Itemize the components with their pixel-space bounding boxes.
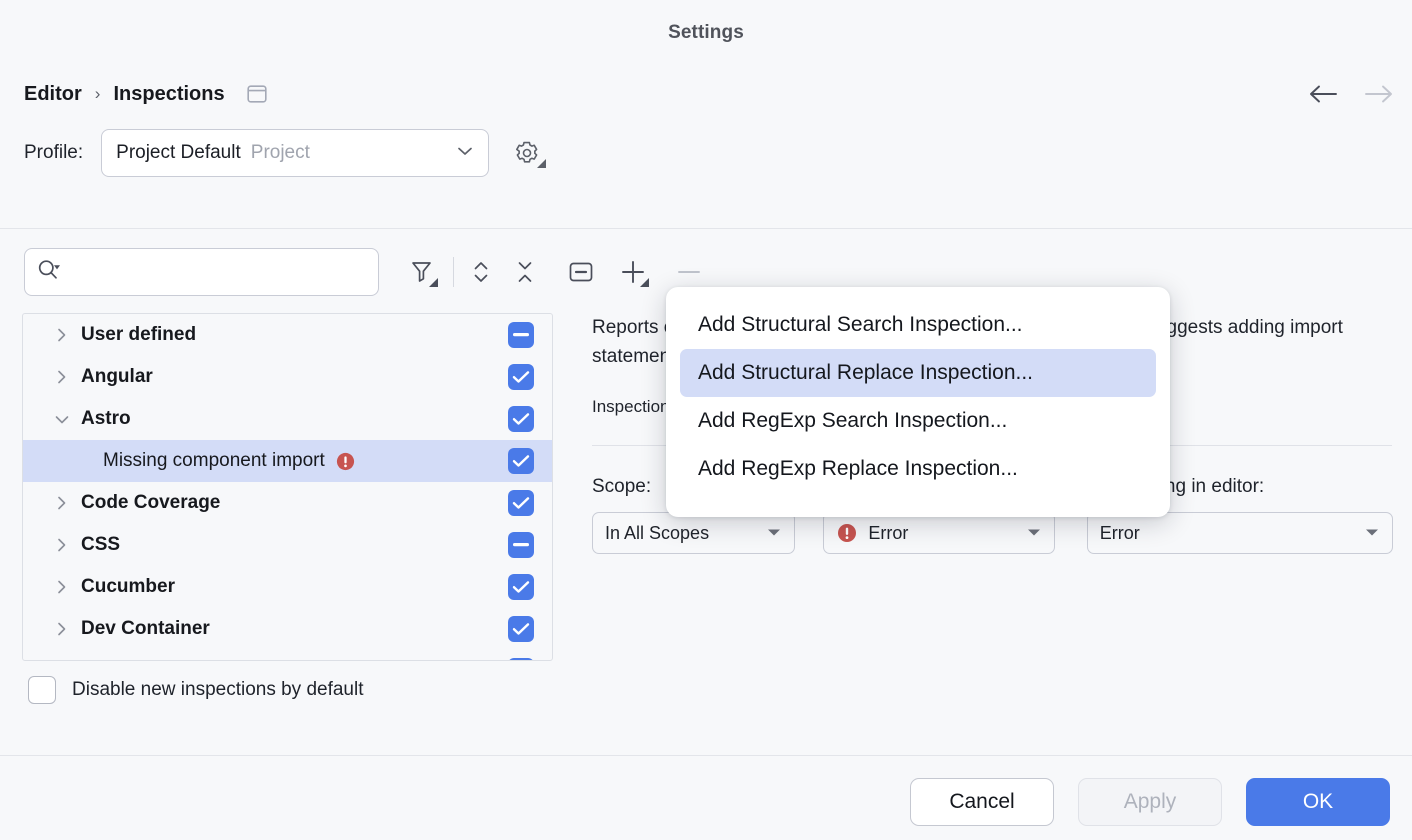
disable-new-inspections-checkbox[interactable]: [28, 676, 56, 704]
dialog-button-bar: Cancel Apply OK: [910, 778, 1390, 826]
chevron-down-icon[interactable]: [51, 408, 73, 430]
triangle-down-icon: [766, 524, 782, 542]
severity-group: Severity: Error: [823, 476, 1086, 554]
tree-row-label: Angular: [81, 366, 153, 387]
tree-row-label: Code Coverage: [81, 492, 221, 513]
tree-row-checkbox[interactable]: [508, 658, 534, 660]
scope-label: Scope:: [592, 476, 652, 497]
page-title: Settings: [668, 22, 744, 43]
menu-item[interactable]: Add RegExp Search Inspection...: [698, 409, 1008, 432]
tree-row-checkbox[interactable]: [508, 406, 534, 432]
chevron-right-icon[interactable]: [51, 324, 73, 346]
scope-combobox[interactable]: In All Scopes: [592, 512, 795, 554]
error-icon: [836, 522, 858, 544]
plus-icon[interactable]: [616, 255, 650, 289]
title-bar: Settings: [0, 0, 1412, 66]
breadcrumb-separator: ›: [94, 84, 101, 103]
highlighting-value: Error: [1099, 522, 1140, 543]
tree-row-checkbox[interactable]: [508, 532, 534, 558]
error-icon: [335, 451, 356, 472]
severity-combobox[interactable]: Error: [823, 512, 1056, 554]
add-inspection-menu[interactable]: Add Structural Search Inspection... Add S…: [666, 287, 1170, 517]
tree-row-label: CSS: [81, 534, 121, 555]
search-field[interactable]: [24, 248, 379, 296]
chevron-right-icon[interactable]: [51, 576, 73, 598]
tree-row[interactable]: Astro: [23, 398, 552, 440]
tree-row[interactable]: CSS: [23, 524, 552, 566]
chevron-right-icon[interactable]: [51, 366, 73, 388]
divider: [0, 755, 1412, 756]
tree-row-checkbox[interactable]: [508, 616, 534, 642]
chevron-down-icon: [456, 144, 474, 162]
triangle-down-icon: [1364, 524, 1380, 542]
arrow-right-icon: [1364, 82, 1394, 106]
tree-row[interactable]: User defined: [23, 314, 552, 356]
collapse-all-icon[interactable]: [508, 255, 542, 289]
tree-row-checkbox[interactable]: [508, 364, 534, 390]
disable-new-inspections-label: Disable new inspections by default: [72, 679, 364, 700]
search-input[interactable]: [69, 261, 366, 283]
tree-row[interactable]: Code Coverage: [23, 482, 552, 524]
profile-label: Profile:: [24, 142, 84, 163]
tree-toolbar: [24, 248, 706, 296]
profile-combobox[interactable]: Project Default Project: [101, 129, 490, 177]
profile-row: Profile: Project Default Project: [0, 122, 1412, 184]
divider: [0, 228, 1412, 229]
cancel-button[interactable]: Cancel: [910, 778, 1054, 826]
ok-button[interactable]: OK: [1246, 778, 1390, 826]
disable-new-inspections-row[interactable]: Disable new inspections by default: [28, 676, 364, 704]
menu-item[interactable]: Add RegExp Replace Inspection...: [698, 457, 1018, 480]
expand-collapse-icon[interactable]: [464, 255, 498, 289]
panel-icon[interactable]: [246, 85, 267, 103]
menu-item[interactable]: Add Structural Replace Inspection...: [680, 349, 1156, 397]
breadcrumb-root[interactable]: Editor: [24, 82, 82, 105]
tree-row-checkbox[interactable]: [508, 574, 534, 600]
profile-value: Project Default: [116, 142, 241, 163]
tree-row[interactable]: Dev Container: [23, 608, 552, 650]
chevron-right-icon[interactable]: [51, 618, 73, 640]
tree-row[interactable]: Missing component import: [23, 440, 552, 482]
tree-row-checkbox[interactable]: [508, 322, 534, 348]
minus-icon: [672, 255, 706, 289]
profile-scope-hint: Project: [250, 142, 310, 163]
tree-row-checkbox[interactable]: [508, 448, 534, 474]
apply-button: Apply: [1078, 778, 1222, 826]
tree-row-label: Missing component import: [103, 450, 325, 471]
tree-row-label: User defined: [81, 324, 197, 345]
filter-icon[interactable]: [405, 255, 439, 289]
tree-row[interactable]: Angular: [23, 356, 552, 398]
tree-row-label: Dev Container: [81, 618, 210, 639]
breadcrumb: Editor › Inspections: [0, 66, 1412, 122]
tree-row-checkbox[interactable]: [508, 490, 534, 516]
triangle-down-icon: [1026, 524, 1042, 542]
chevron-right-icon[interactable]: [51, 534, 73, 556]
navigation-arrows: [1308, 82, 1394, 106]
toolbar-separator: [453, 257, 454, 287]
tree-row-partial[interactable]: [23, 650, 552, 660]
tree-row[interactable]: Cucumber: [23, 566, 552, 608]
scope-value: In All Scopes: [605, 522, 710, 543]
search-icon: [37, 259, 61, 286]
scope-group: Scope: In All Scopes: [592, 476, 823, 554]
breadcrumb-current: Inspections: [113, 82, 225, 105]
tree-row-label: Cucumber: [81, 576, 175, 597]
severity-value: Error: [868, 522, 909, 543]
arrow-left-icon[interactable]: [1308, 82, 1338, 106]
chevron-right-icon[interactable]: [51, 492, 73, 514]
tree-row-label: Astro: [81, 408, 131, 429]
reset-to-empty-icon[interactable]: [564, 255, 598, 289]
inspection-controls: Scope: In All Scopes Severity: Error: [592, 476, 1394, 554]
highlighting-combobox[interactable]: Error: [1086, 512, 1393, 554]
gear-icon[interactable]: [513, 139, 547, 168]
menu-item[interactable]: Add Structural Search Inspection...: [698, 313, 1023, 336]
